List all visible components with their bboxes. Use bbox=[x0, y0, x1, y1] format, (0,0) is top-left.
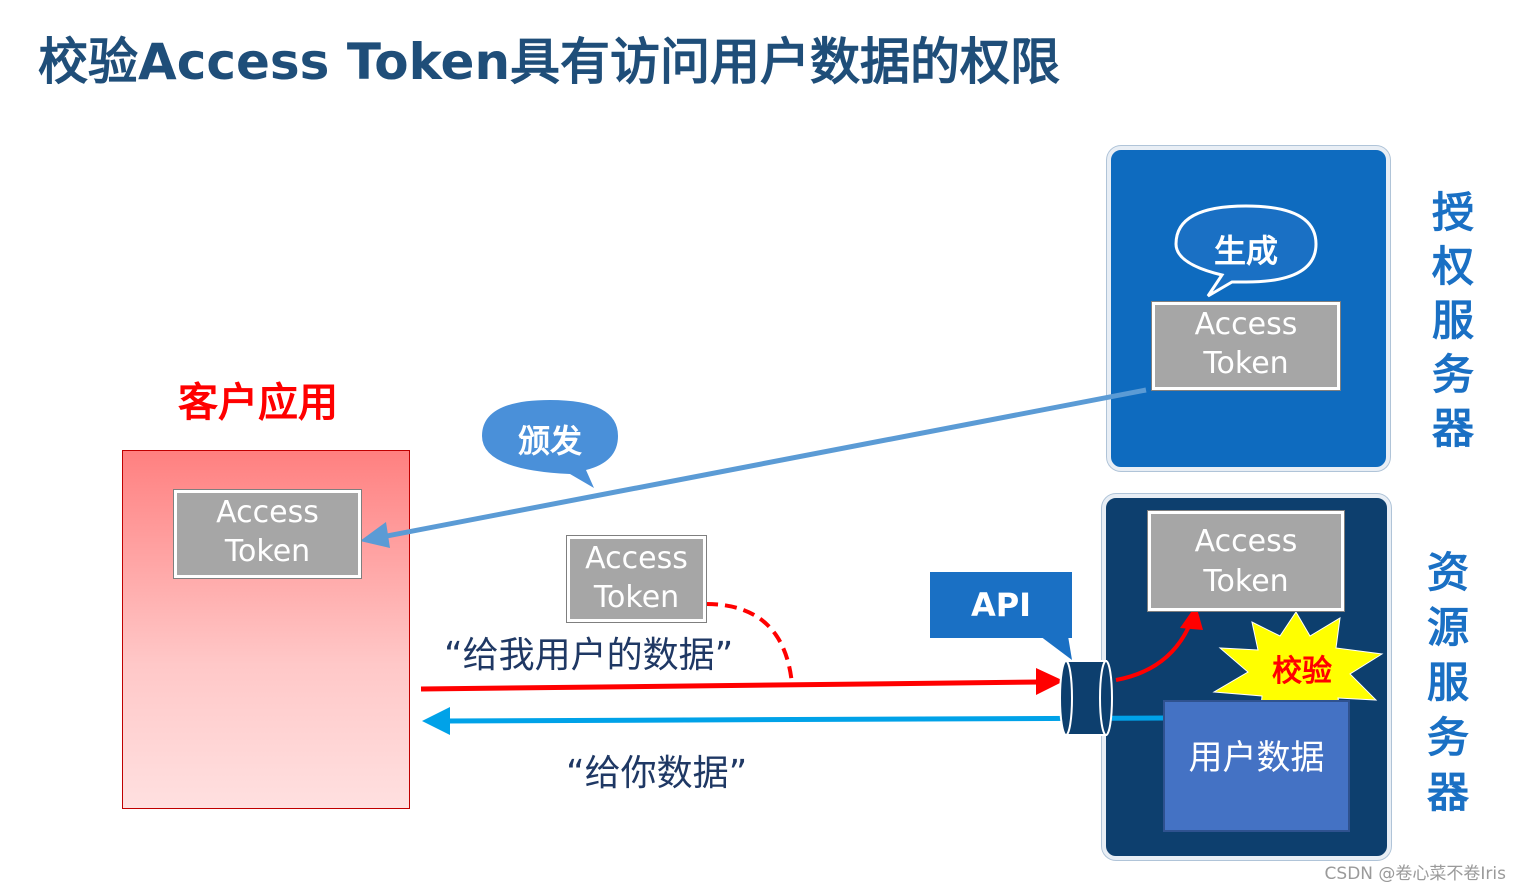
token-line-2: Token bbox=[1203, 346, 1289, 381]
resource-server-label-char: 务 bbox=[1426, 713, 1469, 762]
auth-server-token: Access Token bbox=[1152, 302, 1340, 390]
request-arrow-head bbox=[1036, 668, 1064, 695]
response-arrow-head bbox=[422, 707, 450, 735]
token-line-2: Token bbox=[593, 580, 680, 615]
client-token: Access Token bbox=[174, 490, 361, 578]
generate-bubble-text: 生成 bbox=[1213, 232, 1278, 270]
verify-label: 校验 bbox=[1272, 654, 1332, 689]
token-attach-dashed-curve bbox=[705, 602, 794, 685]
api-label-pointer bbox=[1040, 636, 1072, 660]
issue-arrow-head bbox=[360, 522, 390, 548]
user-data-box: 用户数据 bbox=[1163, 700, 1350, 832]
api-label: API bbox=[930, 572, 1072, 638]
resource-server-label-char: 服 bbox=[1426, 658, 1469, 707]
verify-arrow-head bbox=[1180, 605, 1203, 630]
token-line-2: Token bbox=[1203, 564, 1289, 599]
auth-server-label-char: 务 bbox=[1431, 350, 1474, 399]
token-line-2: Token bbox=[224, 534, 311, 569]
auth-server-label-char: 服 bbox=[1431, 296, 1474, 345]
resource-server-label-char: 源 bbox=[1426, 603, 1469, 652]
response-caption: “给你数据” bbox=[566, 753, 748, 794]
issue-arrow bbox=[365, 387, 1147, 543]
token-line-1: Access bbox=[216, 495, 319, 530]
client-app-label: 客户应用 bbox=[178, 380, 338, 426]
response-arrow bbox=[445, 715, 1169, 724]
request-caption: “给我用户的数据” bbox=[444, 635, 734, 676]
token-line-1: Access bbox=[1194, 307, 1298, 342]
auth-server-label-char: 器 bbox=[1431, 404, 1474, 453]
verify-arrow bbox=[1115, 623, 1192, 682]
resource-server-token: Access Token bbox=[1148, 511, 1344, 611]
resource-server-label-char: 器 bbox=[1426, 768, 1469, 817]
token-line-1: Access bbox=[585, 541, 688, 576]
issue-bubble-text: 颁发 bbox=[517, 422, 582, 460]
resource-server-label-char: 资 bbox=[1426, 548, 1469, 597]
request-token: Access Token bbox=[567, 536, 706, 622]
token-line-1: Access bbox=[1194, 524, 1298, 559]
watermark: CSDN @卷心菜不卷Iris bbox=[1324, 864, 1506, 884]
page-title: 校验Access Token具有访问用户数据的权限 bbox=[38, 33, 1061, 91]
api-connector bbox=[1059, 660, 1113, 736]
auth-server-label-char: 授 bbox=[1431, 188, 1474, 237]
request-arrow bbox=[420, 679, 1041, 692]
auth-server-label-char: 权 bbox=[1431, 242, 1474, 291]
generate-bubble bbox=[1174, 204, 1318, 298]
issue-bubble bbox=[482, 400, 618, 488]
